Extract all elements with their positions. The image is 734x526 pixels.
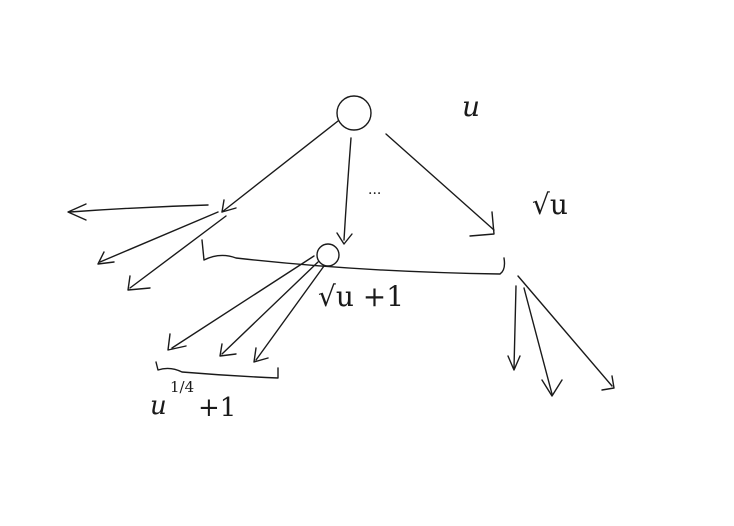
ellipsis: ··· bbox=[368, 186, 381, 202]
level2-size-label: u 1/4 +1 bbox=[150, 378, 236, 423]
arrowhead-root-middle bbox=[336, 232, 353, 245]
level2-base: u bbox=[150, 391, 167, 421]
edge-right-1 bbox=[513, 285, 517, 369]
level1-size-label: √u bbox=[532, 188, 568, 221]
edge-right-2 bbox=[523, 287, 553, 395]
arrowhead-child-1 bbox=[167, 333, 187, 351]
arrowhead-left-2 bbox=[97, 251, 115, 265]
edge-left-2 bbox=[99, 211, 219, 263]
arrowhead-left-1 bbox=[67, 203, 87, 221]
level2-brace bbox=[155, 361, 279, 379]
level2-suffix: +1 bbox=[198, 393, 236, 423]
arrowhead-root-left bbox=[221, 199, 237, 213]
root-node bbox=[336, 95, 372, 131]
arrowhead-right-3 bbox=[601, 375, 615, 391]
edge-child-1 bbox=[171, 255, 315, 349]
edge-root-middle bbox=[343, 137, 352, 241]
right-subtree-edges bbox=[507, 275, 615, 397]
edge-right-3 bbox=[517, 275, 613, 387]
arrowhead-left-3 bbox=[127, 275, 151, 291]
edge-root-right bbox=[385, 133, 495, 231]
arrowhead-child-2 bbox=[219, 343, 237, 357]
edge-root-left bbox=[221, 120, 339, 213]
middle-child-node bbox=[316, 243, 340, 267]
root-edges bbox=[221, 120, 495, 245]
edge-left-1 bbox=[69, 204, 209, 213]
arrowhead-right-1 bbox=[507, 355, 521, 371]
edge-child-2 bbox=[221, 261, 319, 355]
level2-exponent: 1/4 bbox=[170, 378, 194, 396]
left-subtree-edges bbox=[67, 203, 227, 291]
arrowhead-right-2 bbox=[541, 379, 563, 397]
root-size-label: u bbox=[462, 90, 480, 123]
edge-child-3 bbox=[255, 265, 325, 361]
child-size-label: √u +1 bbox=[318, 280, 404, 313]
arrowhead-child-3 bbox=[253, 347, 269, 363]
middle-child-edges bbox=[167, 255, 325, 363]
edge-left-3 bbox=[129, 215, 227, 289]
level1-brace bbox=[201, 239, 506, 275]
arrowhead-root-right bbox=[469, 211, 495, 237]
